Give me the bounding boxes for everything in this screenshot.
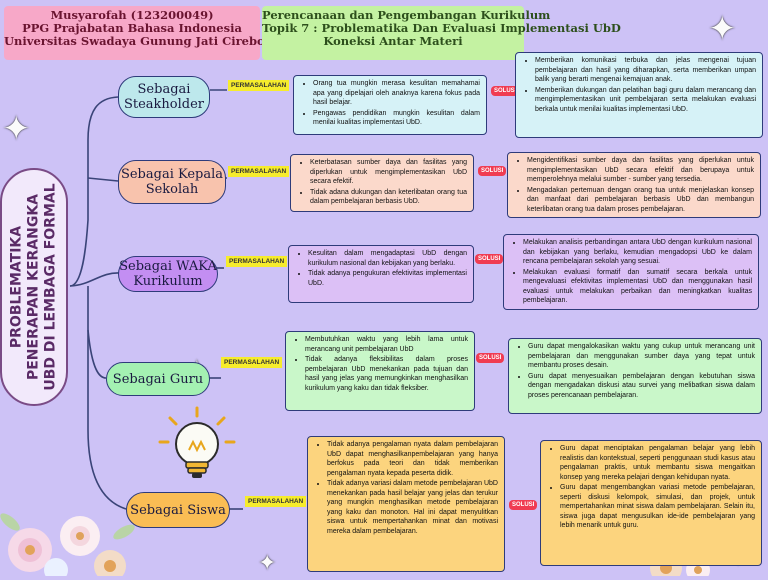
- solution-item: Guru dapat mengembangkan variasi metode …: [560, 483, 755, 531]
- permasalahan-tag: PERMASALAHAN: [228, 80, 290, 91]
- topic-title: Topik 7 : Problematika Dan Evaluasi Impl…: [262, 21, 621, 35]
- lightbulb-icon: [158, 406, 236, 478]
- star-icon: ✦: [2, 110, 31, 148]
- solution-box: Melakukan analisis perbandingan antara U…: [503, 234, 759, 310]
- permasalahan-tag: PERMASALAHAN: [245, 496, 307, 507]
- node-guru: Sebagai Guru: [106, 362, 210, 396]
- node-label: Sebagai Siswa: [130, 502, 226, 518]
- author-university: Universitas Swadaya Gunung Jati Cirebon: [4, 34, 274, 48]
- topic-course: Perencanaan dan Pengembangan Kurikulum: [262, 8, 551, 22]
- problem-item: Membutuhkan waktu yang lebih lama untuk …: [305, 335, 468, 354]
- solusi-tag: SOLUSI: [478, 166, 507, 176]
- solution-box: Guru dapat menciptakan pengalaman belaja…: [540, 440, 762, 566]
- problem-box: Membutuhkan waktu yang lebih lama untuk …: [285, 331, 475, 411]
- node-label: Sebagai WAKA: [119, 259, 217, 274]
- permasalahan-tag: PERMASALAHAN: [221, 357, 283, 368]
- connector-guru: [87, 329, 107, 379]
- problem-box: Keterbatasan sumber daya dan fasilitas y…: [290, 154, 474, 212]
- main-label-line1: PROBLEMATIKA: [8, 225, 25, 349]
- problem-item: Tidak adanya pengalaman nyata dalam pemb…: [327, 440, 498, 478]
- node-label: Sebagai Kepala: [120, 167, 224, 182]
- node-label: Sebagai Guru: [112, 371, 204, 387]
- problem-item: Keterbatasan sumber daya dan fasilitas y…: [310, 158, 467, 187]
- permasalahan-tag: PERMASALAHAN: [228, 166, 290, 177]
- problem-item: Kesulitan dalam mengadaptasi UbD dengan …: [308, 249, 467, 268]
- connector-waka: [69, 272, 121, 287]
- main-label-line2: PENERAPAN KERANGKA: [25, 193, 42, 381]
- main-label-line3: UBD DI LEMBAGA FORMAL: [42, 183, 59, 391]
- problem-box: Orang tua mungkin merasa kesulitan memah…: [293, 75, 487, 135]
- problem-box: Tidak adanya pengalaman nyata dalam pemb…: [307, 436, 505, 572]
- topic-subtitle: Koneksi Antar Materi: [323, 34, 463, 48]
- problem-item: Orang tua mungkin merasa kesulitan memah…: [313, 79, 480, 108]
- solusi-tag: SOLUSI: [475, 254, 504, 264]
- solution-item: Mengidentifikasi sumber daya dan fasilit…: [527, 156, 754, 185]
- node-label: Steakholder: [123, 97, 205, 112]
- author-name: Musyarofah (123200049): [50, 8, 214, 22]
- topic-header: Perencanaan dan Pengembangan Kurikulum T…: [262, 6, 621, 60]
- node-label: Kurikulum: [133, 274, 203, 289]
- solution-box: Mengidentifikasi sumber daya dan fasilit…: [507, 152, 761, 218]
- solution-box: Guru dapat mengalokasikan waktu yang cuk…: [508, 338, 762, 414]
- problem-item: Tidak adana dukungan dan keterlibatan or…: [310, 188, 467, 207]
- author-header: Musyarofah (123200049) PPG Prajabatan Ba…: [4, 6, 274, 60]
- solution-item: Mengadakan pertemuan dengan orang tua un…: [527, 186, 754, 215]
- problem-box: Kesulitan dalam mengadaptasi UbD dengan …: [288, 245, 474, 303]
- problem-item: Tidak adanya variasi dalam metode pembel…: [327, 479, 498, 536]
- connector-kepala: [87, 177, 119, 182]
- solution-item: Memberikan komunikasi terbuka dan jelas …: [535, 56, 756, 85]
- author-program: PPG Prajabatan Bahasa Indonesia: [22, 21, 242, 35]
- node-siswa: Sebagai Siswa: [126, 492, 230, 528]
- star-icon: ✦: [708, 10, 737, 48]
- solution-box: Memberikan komunikasi terbuka dan jelas …: [515, 52, 763, 138]
- solution-item: Melakukan evaluasi formatif dan sumatif …: [523, 268, 752, 306]
- solusi-tag: SOLUSI: [509, 500, 538, 510]
- solution-item: Guru dapat menyesuaikan pembelajaran den…: [528, 372, 755, 401]
- connector-trunk: [69, 96, 119, 287]
- solution-item: Memberikan dukungan dan pelatihan bagi g…: [535, 86, 756, 115]
- star-icon: ✦: [258, 550, 277, 575]
- problem-item: Pengawas pendidikan mungkin kesulitan da…: [313, 109, 480, 128]
- problem-item: Tidak adanya pengukuran efektivitas impl…: [308, 269, 467, 288]
- solution-item: Guru dapat mengalokasikan waktu yang cuk…: [528, 342, 755, 371]
- solution-item: Guru dapat menciptakan pengalaman belaja…: [560, 444, 755, 482]
- solusi-tag: SOLUSI: [476, 353, 505, 363]
- main-topic-label: PROBLEMATIKA PENERAPAN KERANGKA UBD DI L…: [0, 168, 68, 406]
- flower-decoration-icon: [0, 513, 135, 576]
- solution-item: Melakukan analisis perbandingan antara U…: [523, 238, 752, 267]
- problem-item: Tidak adanya fleksibilitas dalam proses …: [305, 355, 468, 393]
- permasalahan-tag: PERMASALAHAN: [226, 256, 288, 267]
- node-label: Sebagai: [137, 82, 191, 97]
- solusi-tag: SOLUSI: [491, 86, 520, 96]
- node-label: Sekolah: [145, 182, 199, 197]
- connector-trunk-lower: [87, 286, 127, 510]
